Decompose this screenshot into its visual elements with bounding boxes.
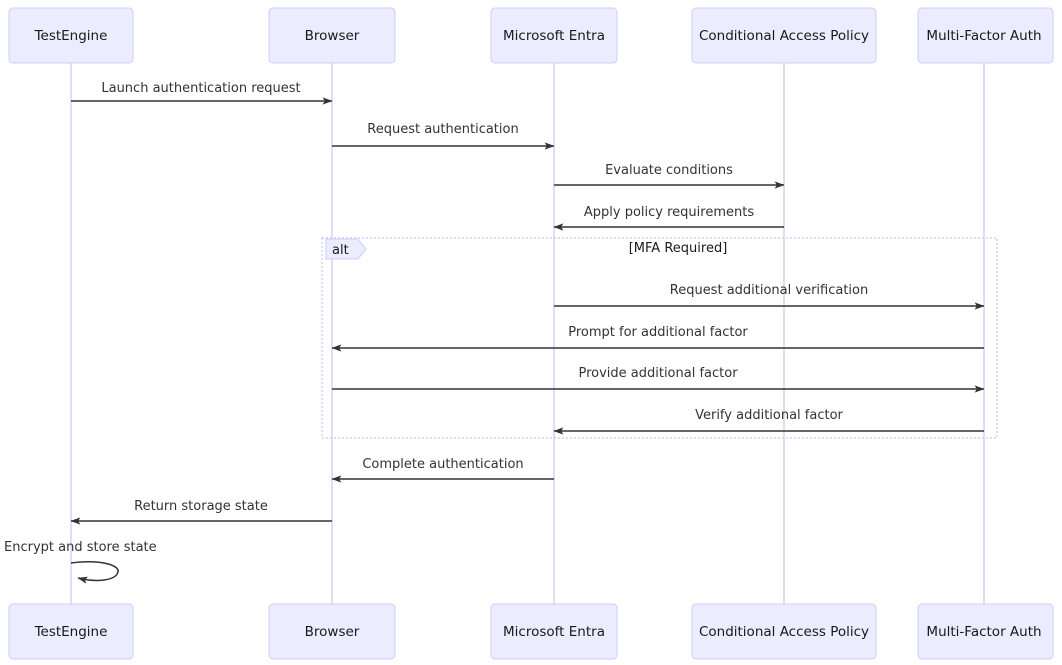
lifelines-group	[70, 63, 985, 604]
message-apply-policy-requirements: Apply policy requirements	[553, 205, 784, 231]
actor-label: Multi-Factor Auth	[926, 28, 1041, 44]
actor-box[interactable]	[268, 7, 396, 64]
message-return-storage-state: Return storage state	[70, 499, 332, 525]
message-label: Provide additional factor	[578, 366, 738, 381]
actor-box[interactable]	[691, 603, 877, 660]
actor-bottom-conditional-access-policy[interactable]: Conditional Access Policy	[691, 603, 877, 660]
message-label: Apply policy requirements	[584, 205, 754, 220]
message-label: Verify additional factor	[695, 408, 843, 423]
message-label: Request additional verification	[670, 283, 869, 298]
messages-group: Launch authentication request Request au…	[4, 81, 985, 584]
actor-bottom-microsoft-entra[interactable]: Microsoft Entra	[490, 603, 618, 660]
actor-bottom-multi-factor-auth[interactable]: Multi-Factor Auth	[917, 603, 1054, 660]
message-label: Encrypt and store state	[4, 540, 157, 555]
message-prompt-for-additional-factor: Prompt for additional factor	[331, 325, 984, 352]
message-evaluate-conditions: Evaluate conditions	[554, 163, 785, 189]
alt-keyword-label: alt	[332, 243, 349, 258]
actor-box[interactable]	[917, 7, 1054, 64]
message-label: Request authentication	[367, 122, 518, 137]
actor-label: Browser	[305, 624, 360, 640]
self-message-loop	[70, 561, 119, 584]
message-request-authentication: Request authentication	[332, 122, 555, 150]
message-encrypt-and-store-state: Encrypt and store state	[4, 540, 157, 584]
actor-label: Browser	[305, 28, 360, 44]
actor-top-conditional-access-policy[interactable]: Conditional Access Policy	[691, 7, 877, 64]
actor-top-browser[interactable]: Browser	[268, 7, 396, 64]
actor-top-testengine[interactable]: TestEngine	[8, 7, 134, 64]
actor-label: Conditional Access Policy	[699, 28, 869, 44]
actor-label: TestEngine	[34, 624, 108, 640]
actor-box[interactable]	[490, 603, 618, 660]
message-label: Return storage state	[134, 499, 268, 514]
alt-fragment: alt [MFA Required]	[321, 237, 998, 439]
message-launch-authentication-request: Launch authentication request	[71, 81, 333, 105]
alt-condition-label: [MFA Required]	[629, 241, 728, 256]
actors-top: TestEngine Browser Microsoft Entra Condi…	[8, 7, 1054, 64]
message-complete-authentication: Complete authentication	[331, 457, 554, 483]
actor-box[interactable]	[268, 603, 396, 660]
alt-frame-border	[321, 237, 998, 439]
message-label: Evaluate conditions	[605, 163, 733, 178]
actor-label: Microsoft Entra	[503, 28, 605, 44]
actor-top-multi-factor-auth[interactable]: Multi-Factor Auth	[917, 7, 1054, 64]
actor-label: TestEngine	[34, 28, 108, 44]
message-label: Prompt for additional factor	[568, 325, 748, 340]
actor-label: Multi-Factor Auth	[926, 624, 1041, 640]
actor-label: Conditional Access Policy	[699, 624, 869, 640]
actor-box[interactable]	[691, 7, 877, 64]
message-provide-additional-factor: Provide additional factor	[332, 366, 985, 393]
actor-box[interactable]	[8, 603, 134, 660]
actor-box[interactable]	[8, 7, 134, 64]
message-label: Complete authentication	[362, 457, 523, 472]
actor-top-microsoft-entra[interactable]: Microsoft Entra	[490, 7, 618, 64]
actor-label: Microsoft Entra	[503, 624, 605, 640]
message-label: Launch authentication request	[101, 81, 300, 96]
actor-box[interactable]	[917, 603, 1054, 660]
actors-bottom: TestEngine Browser Microsoft Entra Condi…	[8, 603, 1054, 660]
actor-bottom-testengine[interactable]: TestEngine	[8, 603, 134, 660]
alt-tag-shape	[325, 238, 367, 260]
message-verify-additional-factor: Verify additional factor	[553, 408, 984, 435]
actor-bottom-browser[interactable]: Browser	[268, 603, 396, 660]
message-request-additional-verification: Request additional verification	[554, 283, 985, 310]
actor-box[interactable]	[490, 7, 618, 64]
